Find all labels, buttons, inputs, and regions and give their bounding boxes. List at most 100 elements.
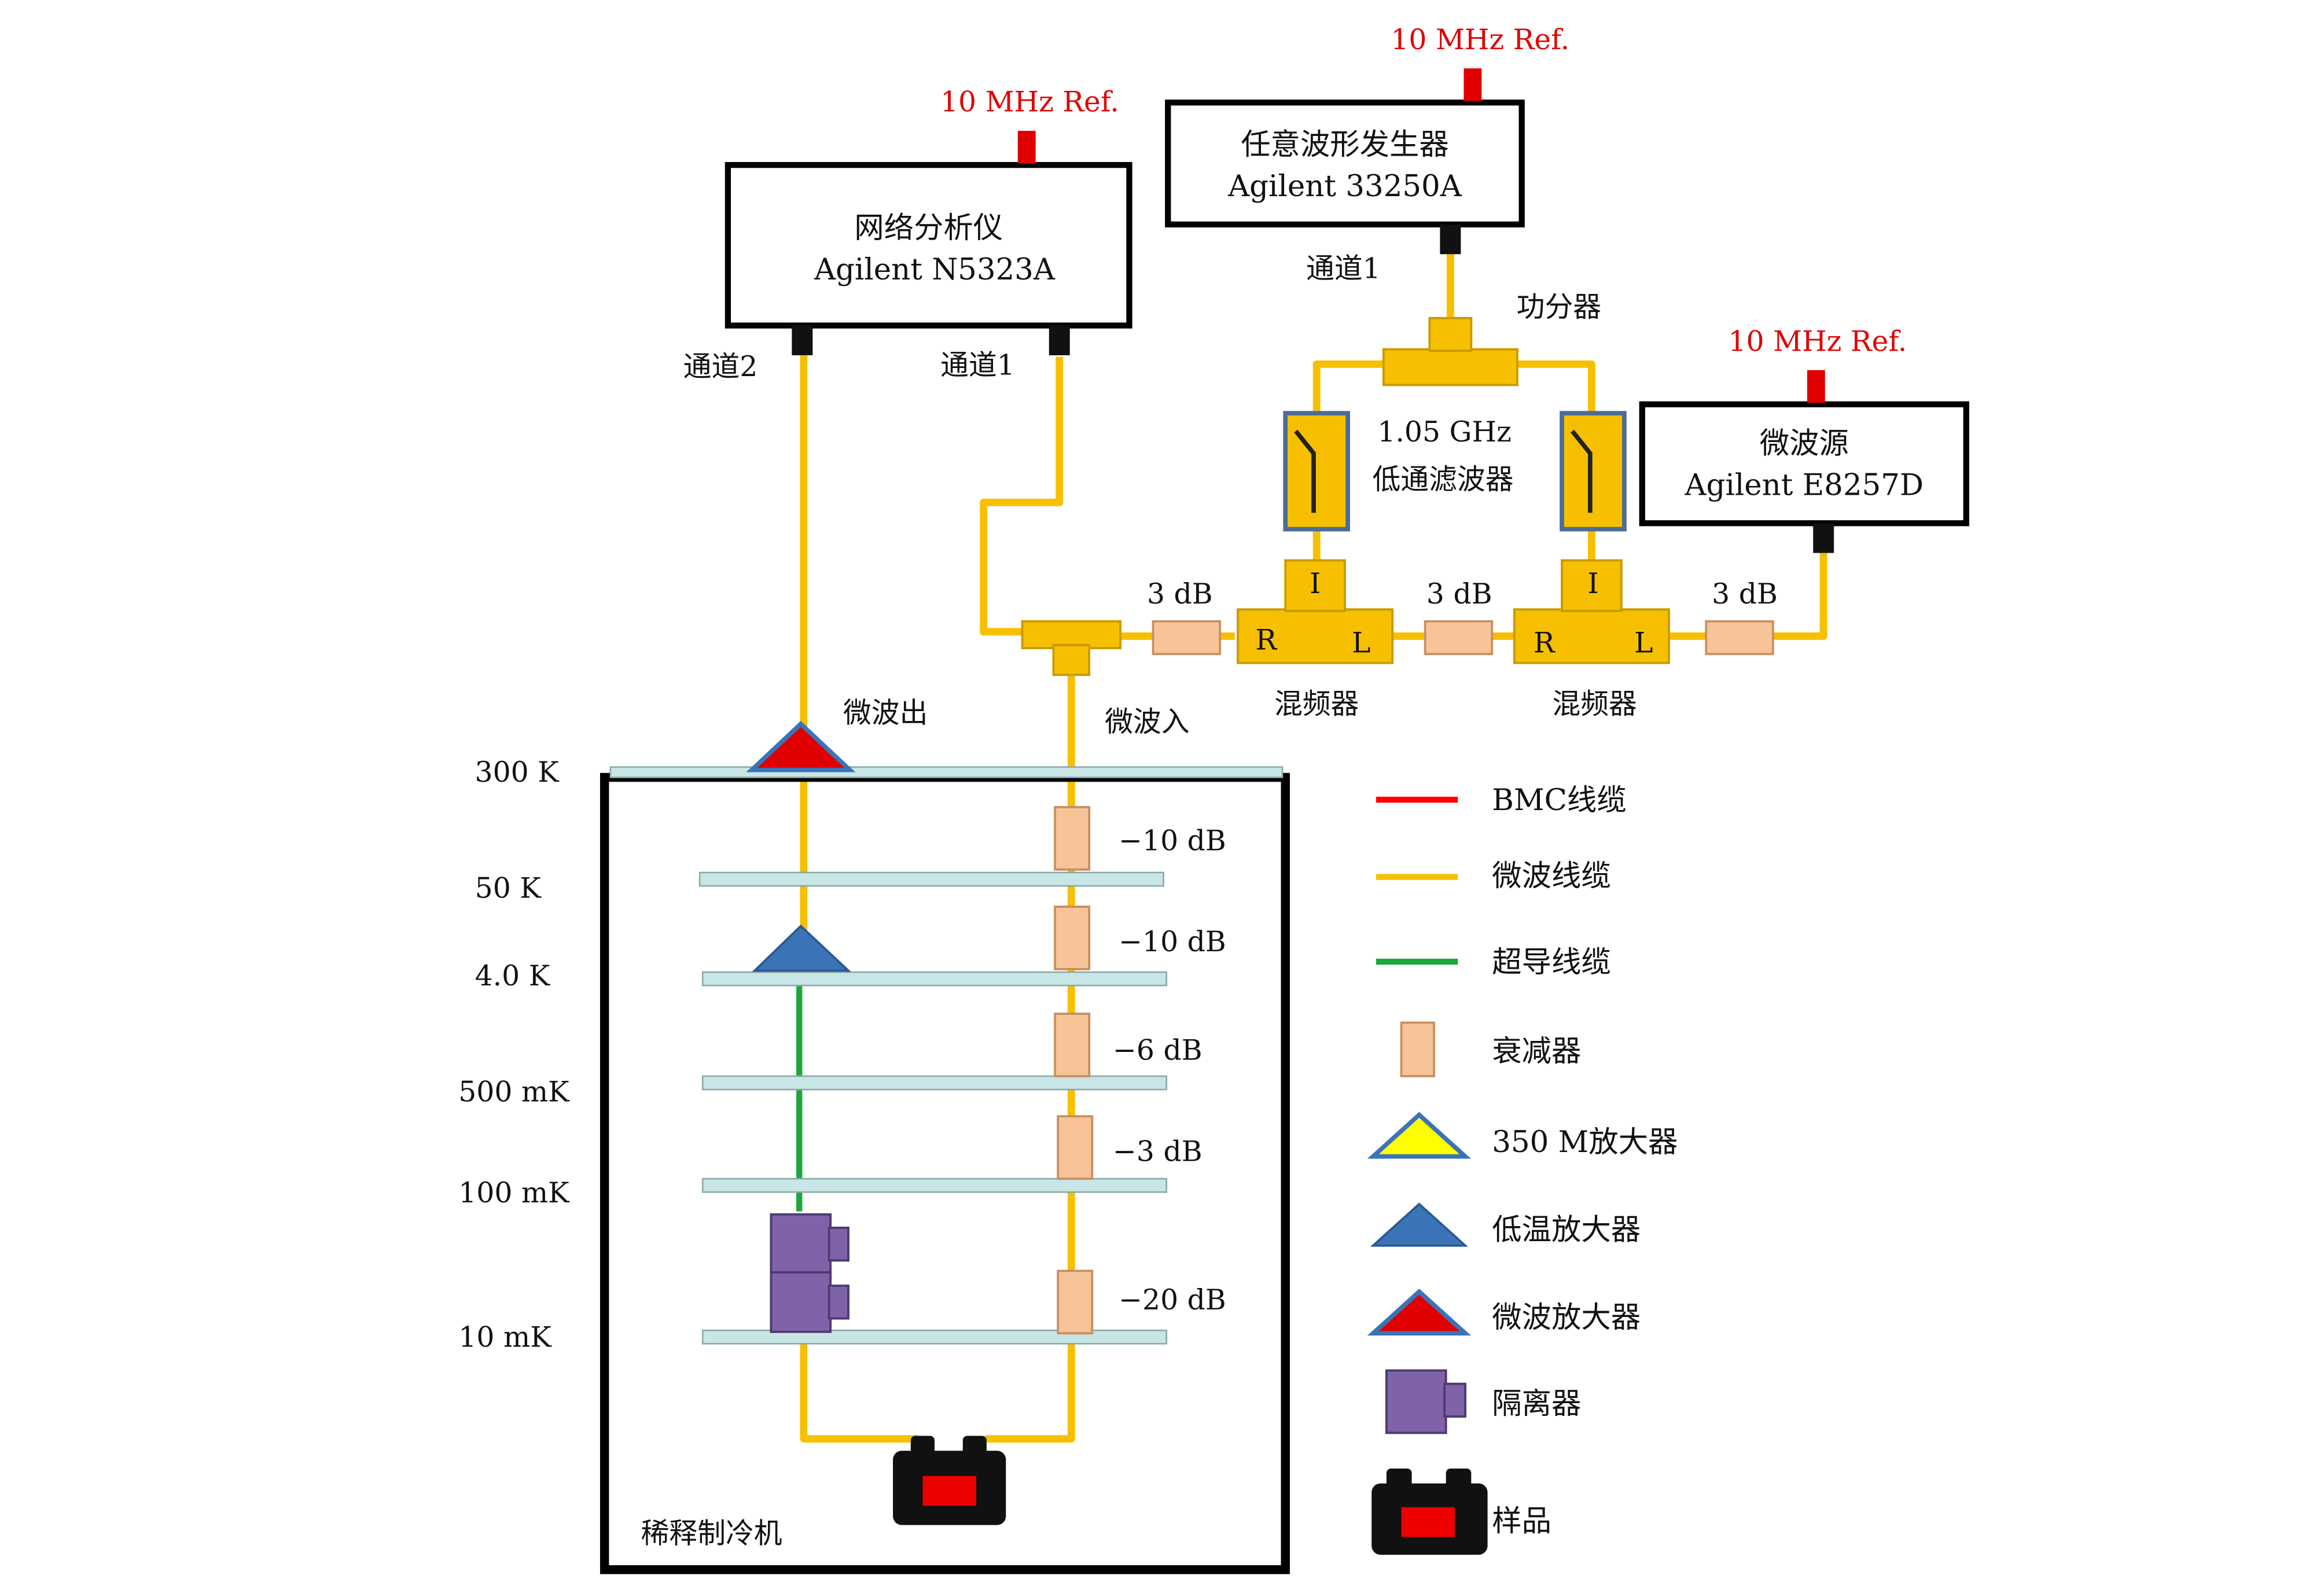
plate-500mk — [701, 1075, 1167, 1091]
cable-out-lower — [800, 1330, 918, 1443]
vna-port-ch1 — [1049, 325, 1070, 355]
isolator-2 — [770, 1271, 832, 1333]
legend-label-bmc: BMC线缆 — [1492, 783, 1626, 818]
att-3db-label-3: 3 dB — [1712, 577, 1778, 610]
stage-500mk: 500 mK — [458, 1076, 570, 1109]
dilution-fridge — [600, 766, 1290, 1574]
legend-label-isolator: 隔离器 — [1492, 1386, 1581, 1421]
vna-ch1-label: 通道1 — [940, 348, 1015, 381]
legend-label-attenuator: 衰减器 — [1492, 1034, 1581, 1069]
mixer-1-port-r: R — [1255, 624, 1277, 657]
legend-label-amp-350m: 350 M放大器 — [1492, 1125, 1678, 1160]
legend-label-low-temp-amp: 低温放大器 — [1492, 1212, 1641, 1247]
mw-source-ref-connector — [1807, 370, 1825, 403]
low-temp-amplifier-icon — [1370, 1202, 1469, 1247]
awg-model: Agilent 33250A — [1227, 169, 1462, 204]
attenuator-3db-2 — [1424, 620, 1494, 656]
vna-box: 网络分析仪 Agilent N5323A — [725, 131, 1132, 355]
mixer-1-port-i: I — [1310, 567, 1321, 600]
mw-source-ref-label: 10 MHz Ref. — [1728, 325, 1907, 358]
mixer-2: I R L — [1513, 559, 1670, 664]
fridge-attenuator-4 — [1057, 1115, 1094, 1180]
filter-freq-label: 1.05 GHz — [1377, 415, 1511, 448]
att-label-1: −10 dB — [1119, 824, 1226, 857]
filter-name-label: 低通滤波器 — [1373, 463, 1514, 496]
legend-label-microwave: 微波线缆 — [1492, 859, 1610, 893]
mixer-2-port-r: R — [1534, 627, 1556, 660]
att-3db-label-2: 3 dB — [1426, 577, 1492, 610]
att-label-3: −6 dB — [1113, 1034, 1203, 1067]
awg-name: 任意波形发生器 — [1241, 127, 1449, 162]
awg-box: 任意波形发生器 Agilent 33250A — [1165, 68, 1525, 255]
vna-ref-label: 10 MHz Ref. — [940, 86, 1119, 119]
plate-50k — [698, 871, 1164, 887]
attenuators-3db — [1152, 620, 1774, 656]
mixer-2-port-l: L — [1634, 627, 1653, 660]
stage-labels: 300 K 50 K 4.0 K 500 mK 100 mK 10 mK — [458, 756, 570, 1353]
fridge-attenuators — [1054, 805, 1094, 1335]
low-pass-filter-1 — [1283, 411, 1350, 532]
legend-label-superconducting: 超导线缆 — [1492, 945, 1610, 980]
amplifier-350m-icon — [1367, 1112, 1472, 1159]
splitter-label: 功分器 — [1517, 290, 1601, 323]
fridge-attenuator-3 — [1054, 1013, 1091, 1077]
attenuator-3db-3 — [1705, 620, 1774, 656]
isolator-icon — [1385, 1369, 1466, 1434]
cable-splitter-left — [1312, 360, 1384, 420]
mixer-2-port-i: I — [1587, 567, 1598, 600]
vna-ch2-label: 通道2 — [683, 350, 758, 383]
stage-10mk: 10 mK — [458, 1320, 552, 1353]
attenuator-3db-1 — [1152, 620, 1222, 656]
isolators — [770, 1213, 850, 1333]
plate-4k — [701, 971, 1167, 987]
fridge-attenuator-5 — [1057, 1269, 1094, 1335]
att-label-2: −10 dB — [1119, 925, 1226, 958]
microwave-amplifier-icon — [1367, 1289, 1472, 1336]
attenuator-icon — [1400, 1021, 1436, 1077]
legend-label-microwave-amp: 微波放大器 — [1492, 1300, 1641, 1335]
vna-name: 网络分析仪 — [854, 211, 1003, 245]
vna-port-ch2 — [792, 325, 813, 355]
mw-source-box: 微波源 Agilent E8257D — [1639, 370, 1969, 553]
mw-out-label: 微波出 — [843, 696, 928, 729]
mixer-1-label: 混频器 — [1274, 687, 1359, 720]
fridge-attenuator-1 — [1054, 805, 1091, 871]
att-label-5: −20 dB — [1119, 1283, 1226, 1316]
mw-source-model: Agilent E8257D — [1684, 468, 1924, 502]
mw-source-name: 微波源 — [1760, 426, 1849, 461]
awg-ref-connector — [1463, 68, 1482, 101]
vna-ref-connector — [1017, 131, 1036, 164]
low-temp-amplifier — [752, 924, 851, 972]
fridge-label: 稀释制冷机 — [641, 1517, 782, 1550]
power-splitter — [1382, 317, 1518, 387]
mixer-2-label: 混频器 — [1552, 687, 1637, 720]
legend-label-sample: 样品 — [1492, 1504, 1551, 1539]
plate-10mk — [701, 1329, 1167, 1345]
awg-ref-label: 10 MHz Ref. — [1391, 23, 1569, 56]
vna-model: Agilent N5323A — [814, 252, 1056, 287]
att-label-4: −3 dB — [1113, 1135, 1203, 1168]
cable-vna-ch1 — [980, 356, 1064, 636]
sample-icon — [1371, 1469, 1488, 1555]
mw-in-label: 微波入 — [1105, 705, 1189, 738]
att-3db-label-1: 3 dB — [1147, 577, 1213, 610]
stage-300k: 300 K — [475, 756, 560, 789]
cable-splitter-right — [1514, 360, 1595, 420]
low-pass-filter-2 — [1560, 411, 1627, 532]
mixer-1-port-l: L — [1352, 627, 1370, 660]
stage-50k: 50 K — [475, 872, 542, 905]
microwave-tee — [1021, 620, 1121, 676]
awg-ch1-label: 通道1 — [1306, 252, 1381, 285]
mw-source-port — [1813, 523, 1834, 553]
plate-300k — [609, 766, 1284, 778]
microwave-amplifier — [746, 720, 856, 772]
legend: BMC线缆 微波线缆 超导线缆 衰减器 350 M放大器 低温放大器 微波放大器… — [1367, 783, 1678, 1555]
stage-100mk: 100 mK — [458, 1176, 570, 1209]
stage-4k: 4.0 K — [475, 959, 551, 992]
isolator-1 — [770, 1213, 832, 1275]
attenuation-labels: −10 dB −10 dB −6 dB −3 dB −20 dB — [1113, 824, 1226, 1316]
plate-100mk — [701, 1177, 1167, 1193]
awg-port-ch1 — [1440, 224, 1461, 255]
